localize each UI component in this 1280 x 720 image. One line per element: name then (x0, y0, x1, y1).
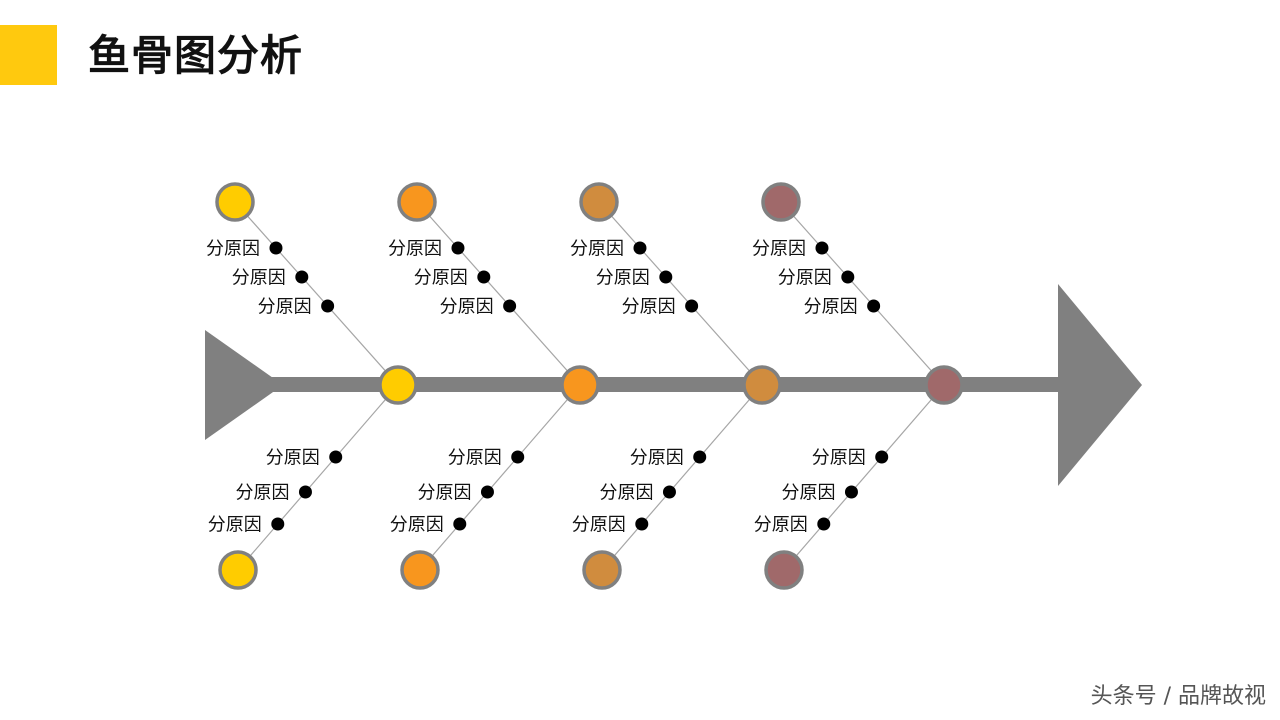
branch-4-spine-junction-node (924, 365, 964, 405)
cause-label: 分原因 (570, 239, 624, 260)
watermark: 头条号 / 品牌故视 (1090, 684, 1266, 709)
cause-dot (321, 299, 335, 313)
cause-dot (875, 450, 889, 464)
branch-2-top-category-node (397, 182, 437, 222)
cause-label: 分原因 (778, 268, 832, 289)
cause-label: 分原因 (622, 297, 676, 318)
nodes-layer (215, 182, 964, 590)
cause-label: 分原因 (388, 239, 442, 260)
branch-1-bottom-category-node (218, 550, 258, 590)
cause-dot (635, 517, 649, 531)
cause-label: 分原因 (417, 483, 471, 504)
branch-4-bottom-category-node (764, 550, 804, 590)
cause-dot (451, 241, 465, 255)
cause-label: 分原因 (235, 483, 289, 504)
cause-label: 分原因 (599, 483, 653, 504)
cause-dot (867, 299, 881, 313)
cause-dot (685, 299, 699, 313)
bones-layer (234, 201, 945, 571)
cause-dot (511, 450, 525, 464)
cause-label: 分原因 (596, 268, 650, 289)
cause-label: 分原因 (266, 448, 320, 469)
cause-label: 分原因 (208, 515, 262, 536)
cause-dot (659, 270, 673, 284)
cause-dot (844, 485, 858, 499)
cause-label: 分原因 (440, 297, 494, 318)
cause-dot (453, 517, 467, 531)
branch-3-bottom-category-node (582, 550, 622, 590)
branch-3-top-category-node (579, 182, 619, 222)
cause-dot (662, 485, 676, 499)
cause-dot (503, 299, 517, 313)
cause-dot (815, 241, 829, 255)
branch-2-top-bone (416, 201, 581, 386)
branch-4-top-bone (780, 201, 945, 386)
cause-label: 分原因 (206, 239, 260, 260)
cause-dot (271, 517, 285, 531)
cause-dot (480, 485, 494, 499)
cause-label: 分原因 (812, 448, 866, 469)
cause-dot (298, 485, 312, 499)
cause-label: 分原因 (781, 483, 835, 504)
branch-2-spine-junction-node (560, 365, 600, 405)
cause-label: 分原因 (414, 268, 468, 289)
branch-2-bottom-bone (419, 384, 581, 571)
cause-dot (295, 270, 309, 284)
fish-head-arrow (1058, 284, 1142, 486)
cause-dot (693, 450, 707, 464)
labels-layer: 分原因分原因分原因分原因分原因分原因分原因分原因分原因分原因分原因分原因分原因分… (206, 239, 889, 536)
fishbone-spine (250, 377, 1062, 392)
branch-2-bottom-category-node (400, 550, 440, 590)
branch-1-top-category-node (215, 182, 255, 222)
cause-label: 分原因 (572, 515, 626, 536)
title-accent-block (0, 25, 57, 85)
branch-1-top-bone (234, 201, 399, 386)
branch-4-bottom-bone (783, 384, 945, 571)
cause-label: 分原因 (390, 515, 444, 536)
cause-label: 分原因 (258, 297, 312, 318)
branch-3-top-bone (598, 201, 763, 386)
branch-1-bottom-bone (237, 384, 399, 571)
fish-tail (205, 330, 283, 440)
cause-dot (633, 241, 647, 255)
cause-label: 分原因 (630, 448, 684, 469)
cause-dot (817, 517, 831, 531)
cause-label: 分原因 (804, 297, 858, 318)
branch-3-bottom-bone (601, 384, 763, 571)
cause-dot (841, 270, 855, 284)
cause-label: 分原因 (754, 515, 808, 536)
cause-dot (329, 450, 343, 464)
cause-label: 分原因 (448, 448, 502, 469)
cause-label: 分原因 (232, 268, 286, 289)
branch-4-top-category-node (761, 182, 801, 222)
cause-label: 分原因 (752, 239, 806, 260)
page-title: 鱼骨图分析 (88, 31, 304, 80)
cause-dot (269, 241, 283, 255)
branch-1-spine-junction-node (378, 365, 418, 405)
cause-dot (477, 270, 491, 284)
branch-3-spine-junction-node (742, 365, 782, 405)
